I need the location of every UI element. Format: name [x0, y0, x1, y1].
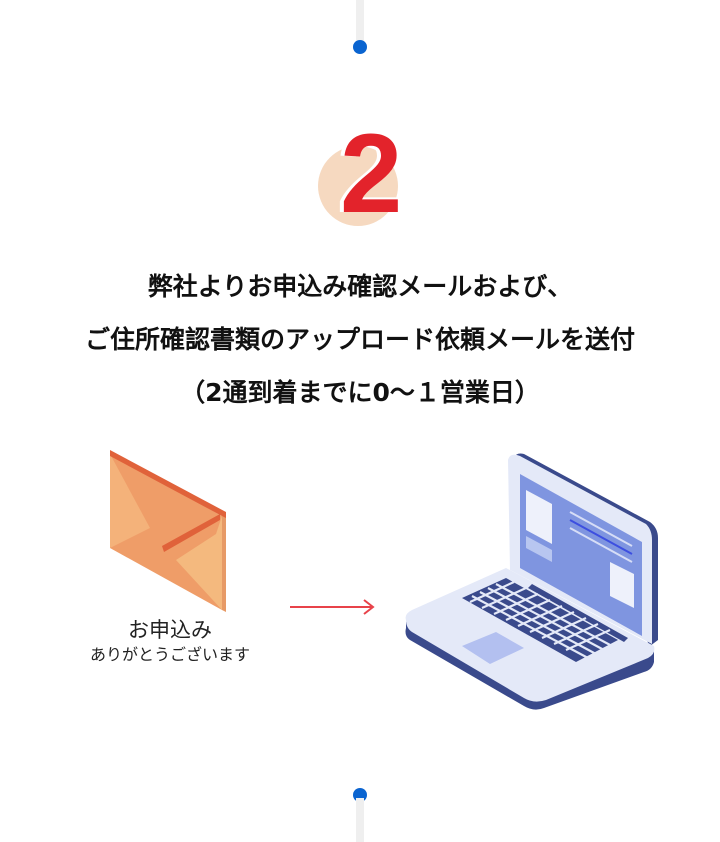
step-number-badge: 2: [312, 118, 412, 230]
headline-line-1: 弊社よりお申込み確認メールおよび、: [147, 272, 573, 301]
step-number: 2: [340, 111, 403, 236]
caption-subtitle: ありがとうございます: [89, 645, 250, 664]
timeline-connector-top: [356, 0, 364, 44]
step-description: 弊社よりお申込み確認メールおよび、 ご住所確認書類のアップロード依頼メールを送付…: [0, 260, 720, 419]
envelope-caption: お申込み ありがとうございます: [60, 616, 280, 666]
arrow-right-icon: [288, 598, 378, 618]
timeline-connector-bottom: [356, 798, 364, 842]
timeline-dot-top: [353, 40, 367, 54]
caption-title: お申込み: [128, 618, 212, 642]
headline-line-3: （2通到着までに0～１営業日）: [180, 378, 540, 407]
laptop-icon: [402, 450, 662, 712]
headline-line-2: ご住所確認書類のアップロード依頼メールを送付: [84, 325, 635, 354]
step-circle-decoration: [318, 146, 398, 226]
envelope-icon: [108, 450, 230, 612]
